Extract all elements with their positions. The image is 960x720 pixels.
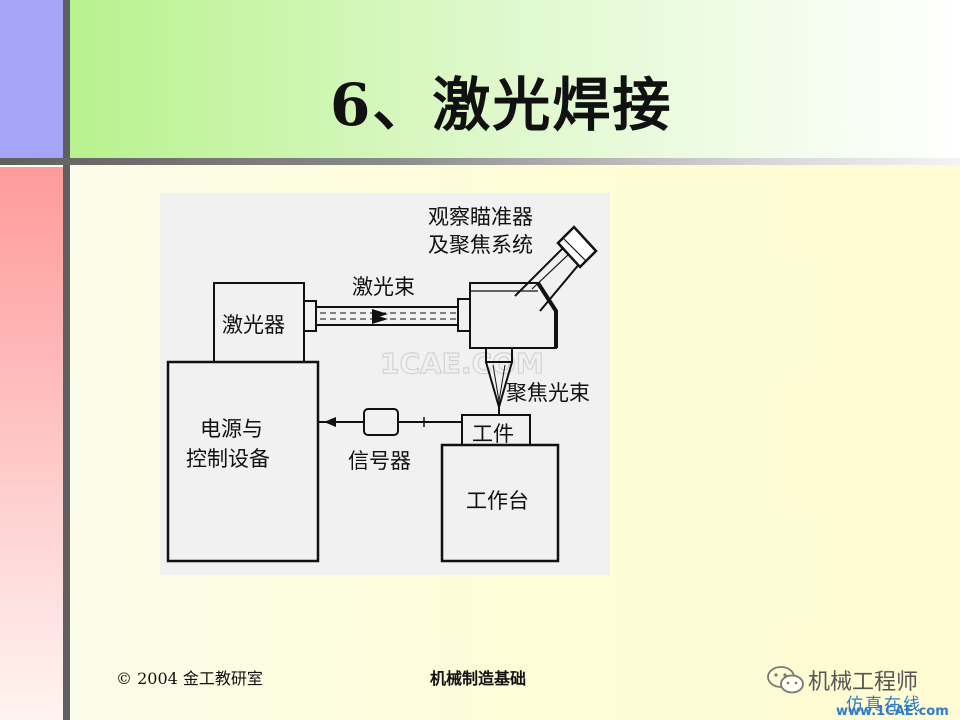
cone-inner-2 xyxy=(498,364,506,402)
head-side-shadow xyxy=(536,281,558,348)
label-worktable: 工作台 xyxy=(466,489,529,513)
label-observation-line2: 及聚焦系统 xyxy=(428,233,533,257)
horizontal-divider xyxy=(0,158,960,165)
beam-arrow-2 xyxy=(372,314,388,324)
laser-connector xyxy=(303,300,317,332)
watermark-url: www.1CAE.com xyxy=(836,704,949,719)
footer-course-title: 机械制造基础 xyxy=(430,669,527,688)
label-workpiece: 工件 xyxy=(472,422,514,446)
head-connector xyxy=(457,298,471,332)
label-laser: 激光器 xyxy=(222,313,285,337)
label-observation-line1: 观察瞄准器 xyxy=(428,205,533,229)
watermark-account: 机械工程师 xyxy=(808,670,919,695)
diagram-svg: 1CAE.COM xyxy=(166,225,598,563)
corner-block-purple xyxy=(0,0,63,158)
diagram-watermark: 1CAE.COM xyxy=(380,347,544,380)
slide-title: 6、激光焊接 xyxy=(330,71,673,139)
label-laser-beam: 激光束 xyxy=(352,275,415,299)
label-signal: 信号器 xyxy=(348,449,411,473)
wechat-logo-icon xyxy=(766,664,806,700)
footer-copyright: © 2004 金工教研室 xyxy=(116,669,263,688)
nozzle xyxy=(485,347,513,363)
header-band xyxy=(70,0,960,158)
label-power-line1: 电源与 xyxy=(200,417,263,441)
power-control-box xyxy=(166,360,320,563)
signal-arrow xyxy=(324,417,336,427)
laser-welding-diagram: 1CAE.COM xyxy=(160,193,610,575)
cone-inner-1 xyxy=(492,364,500,402)
watermark-site-name: 仿真在线 xyxy=(846,695,922,715)
worktable-box xyxy=(440,443,560,563)
observation-scope xyxy=(514,225,598,312)
label-focused-beam: 聚焦光束 xyxy=(506,381,590,405)
vertical-divider xyxy=(63,0,70,720)
signal-device-box xyxy=(363,408,399,436)
label-power-line2: 控制设备 xyxy=(186,447,270,471)
side-block-pink xyxy=(0,167,63,720)
